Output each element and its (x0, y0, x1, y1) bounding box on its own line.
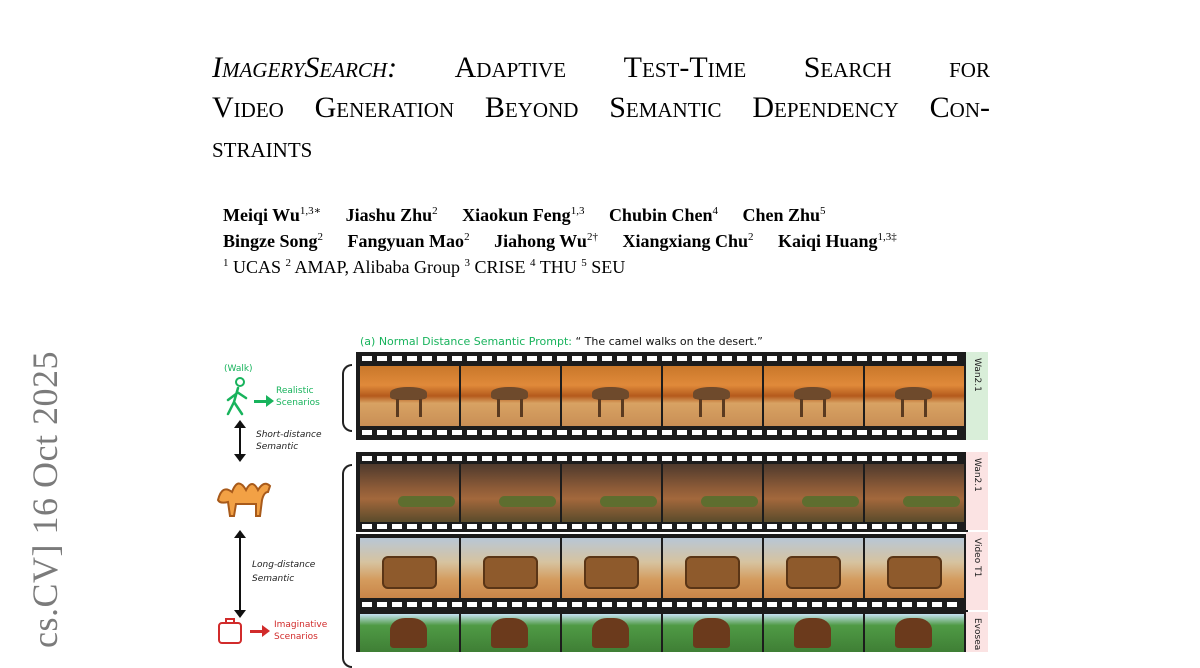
video-frame (562, 538, 661, 598)
author: Jiahong Wu2† (494, 231, 598, 251)
video-frame (663, 464, 762, 522)
video-frame (764, 614, 863, 652)
walk-label: (Walk) (224, 364, 253, 374)
video-frame (461, 538, 560, 598)
paper-title: ImagerySearch: Adaptive Test-Time Search… (212, 48, 990, 168)
film-sprocket (362, 602, 962, 607)
video-frame (360, 538, 459, 598)
film-strip-evosearch (356, 612, 968, 652)
title-word: Dependency (752, 91, 899, 124)
title-word: Semantic (609, 91, 722, 124)
author: Chubin Chen4 (608, 205, 718, 225)
frame-row (360, 464, 964, 522)
video-frame (562, 464, 661, 522)
short-distance-arrow (234, 420, 246, 462)
author: Meiqi Wu1,3∗ (223, 205, 322, 225)
title-word: Beyond (484, 91, 579, 124)
long-distance-label: Long-distance (252, 560, 316, 570)
video-frame (663, 366, 762, 426)
video-frame (764, 366, 863, 426)
realistic-brace (342, 364, 352, 432)
frame-row (360, 366, 964, 426)
video-frame (764, 464, 863, 522)
film-strip-wan (356, 452, 968, 532)
model-label-panel: Evosea (966, 612, 988, 652)
author-row-2: Bingze Song2 Fangyuan Mao2 Jiahong Wu2† … (223, 226, 917, 252)
realistic-arrow (254, 395, 274, 407)
author-block: Meiqi Wu1,3∗ Jiashu Zhu2 Xiaokun Feng1,3… (223, 200, 917, 278)
imaginative-label-2: Scenarios (274, 632, 318, 642)
video-frame (360, 614, 459, 652)
video-frame (865, 366, 964, 426)
long-distance-arrow (234, 530, 246, 618)
video-frame (461, 366, 560, 426)
video-frame (865, 538, 964, 598)
author: Chen Zhu5 (742, 205, 826, 225)
video-frame (562, 614, 661, 652)
video-frame (461, 464, 560, 522)
author: Xiangxiang Chu2 (622, 231, 754, 251)
video-frame (360, 464, 459, 522)
title-line-2: Video Generation Beyond Semantic Depende… (212, 88, 990, 128)
imaginative-label: Imaginative (274, 620, 328, 630)
model-label-panel: Wan2.1 (966, 352, 988, 440)
model-label: Wan2.1 (972, 458, 982, 492)
teaser-figure: (a) Normal Distance Semantic Prompt: “ T… (210, 330, 992, 668)
video-frame (865, 614, 964, 652)
film-strip-camel (356, 352, 968, 440)
realistic-label: Realistic (276, 386, 314, 396)
title-word: Video (212, 91, 284, 124)
title-word: ImagerySearch: (212, 51, 398, 84)
title-word: Search (803, 51, 892, 84)
title-word: Generation (314, 91, 455, 124)
affiliations: 1 UCAS 2 AMAP, Alibaba Group 3 CRISE 4 T… (223, 257, 626, 277)
video-frame (865, 464, 964, 522)
film-sprocket (362, 356, 962, 361)
long-semantic-label: Semantic (252, 574, 295, 584)
author: Fangyuan Mao2 (347, 231, 470, 251)
frame-row (360, 538, 964, 598)
short-distance-label: Short-distance (256, 430, 322, 440)
video-frame (360, 366, 459, 426)
walking-person-icon (226, 377, 248, 416)
title-word: for (949, 51, 990, 84)
author: Xiaokun Feng1,3 (462, 205, 585, 225)
title-word: straints (212, 131, 313, 164)
title-word: Test-Time (623, 51, 747, 84)
frame-row (360, 614, 964, 652)
title-word: Adaptive (454, 51, 567, 84)
author: Bingze Song2 (223, 231, 324, 251)
video-frame (764, 538, 863, 598)
film-sprocket (362, 524, 962, 529)
imaginative-brace (342, 464, 352, 668)
title-line-1: ImagerySearch: Adaptive Test-Time Search… (212, 48, 990, 88)
model-label-panel: Wan2.1 (966, 452, 988, 530)
short-semantic-label: Semantic (256, 442, 299, 452)
model-label: Wan2.1 (972, 358, 982, 392)
video-frame (663, 538, 762, 598)
realistic-label-2: Scenarios (276, 398, 320, 408)
film-sprocket (362, 430, 962, 435)
prompt-caption: (a) Normal Distance Semantic Prompt: “ T… (360, 335, 763, 348)
author-row-1: Meiqi Wu1,3∗ Jiashu Zhu2 Xiaokun Feng1,3… (223, 200, 917, 226)
author: Jiashu Zhu2 (345, 205, 438, 225)
model-label: Evosea (972, 618, 982, 651)
film-sprocket (362, 456, 962, 461)
suitcase-icon (218, 618, 242, 644)
video-frame (663, 614, 762, 652)
imaginative-arrow (250, 625, 270, 637)
title-word: Con- (929, 91, 990, 124)
video-frame (461, 614, 560, 652)
author: Kaiqi Huang1,3‡ (778, 231, 897, 251)
model-label: Video T1 (972, 538, 982, 578)
title-line-3: straints (212, 128, 990, 168)
camel-icon (216, 482, 272, 517)
video-frame (562, 366, 661, 426)
arxiv-stamp: cs.CV] 16 Oct 2025 (25, 351, 65, 648)
model-label-panel: Video T1 (966, 532, 988, 610)
film-strip-videot1 (356, 534, 968, 612)
